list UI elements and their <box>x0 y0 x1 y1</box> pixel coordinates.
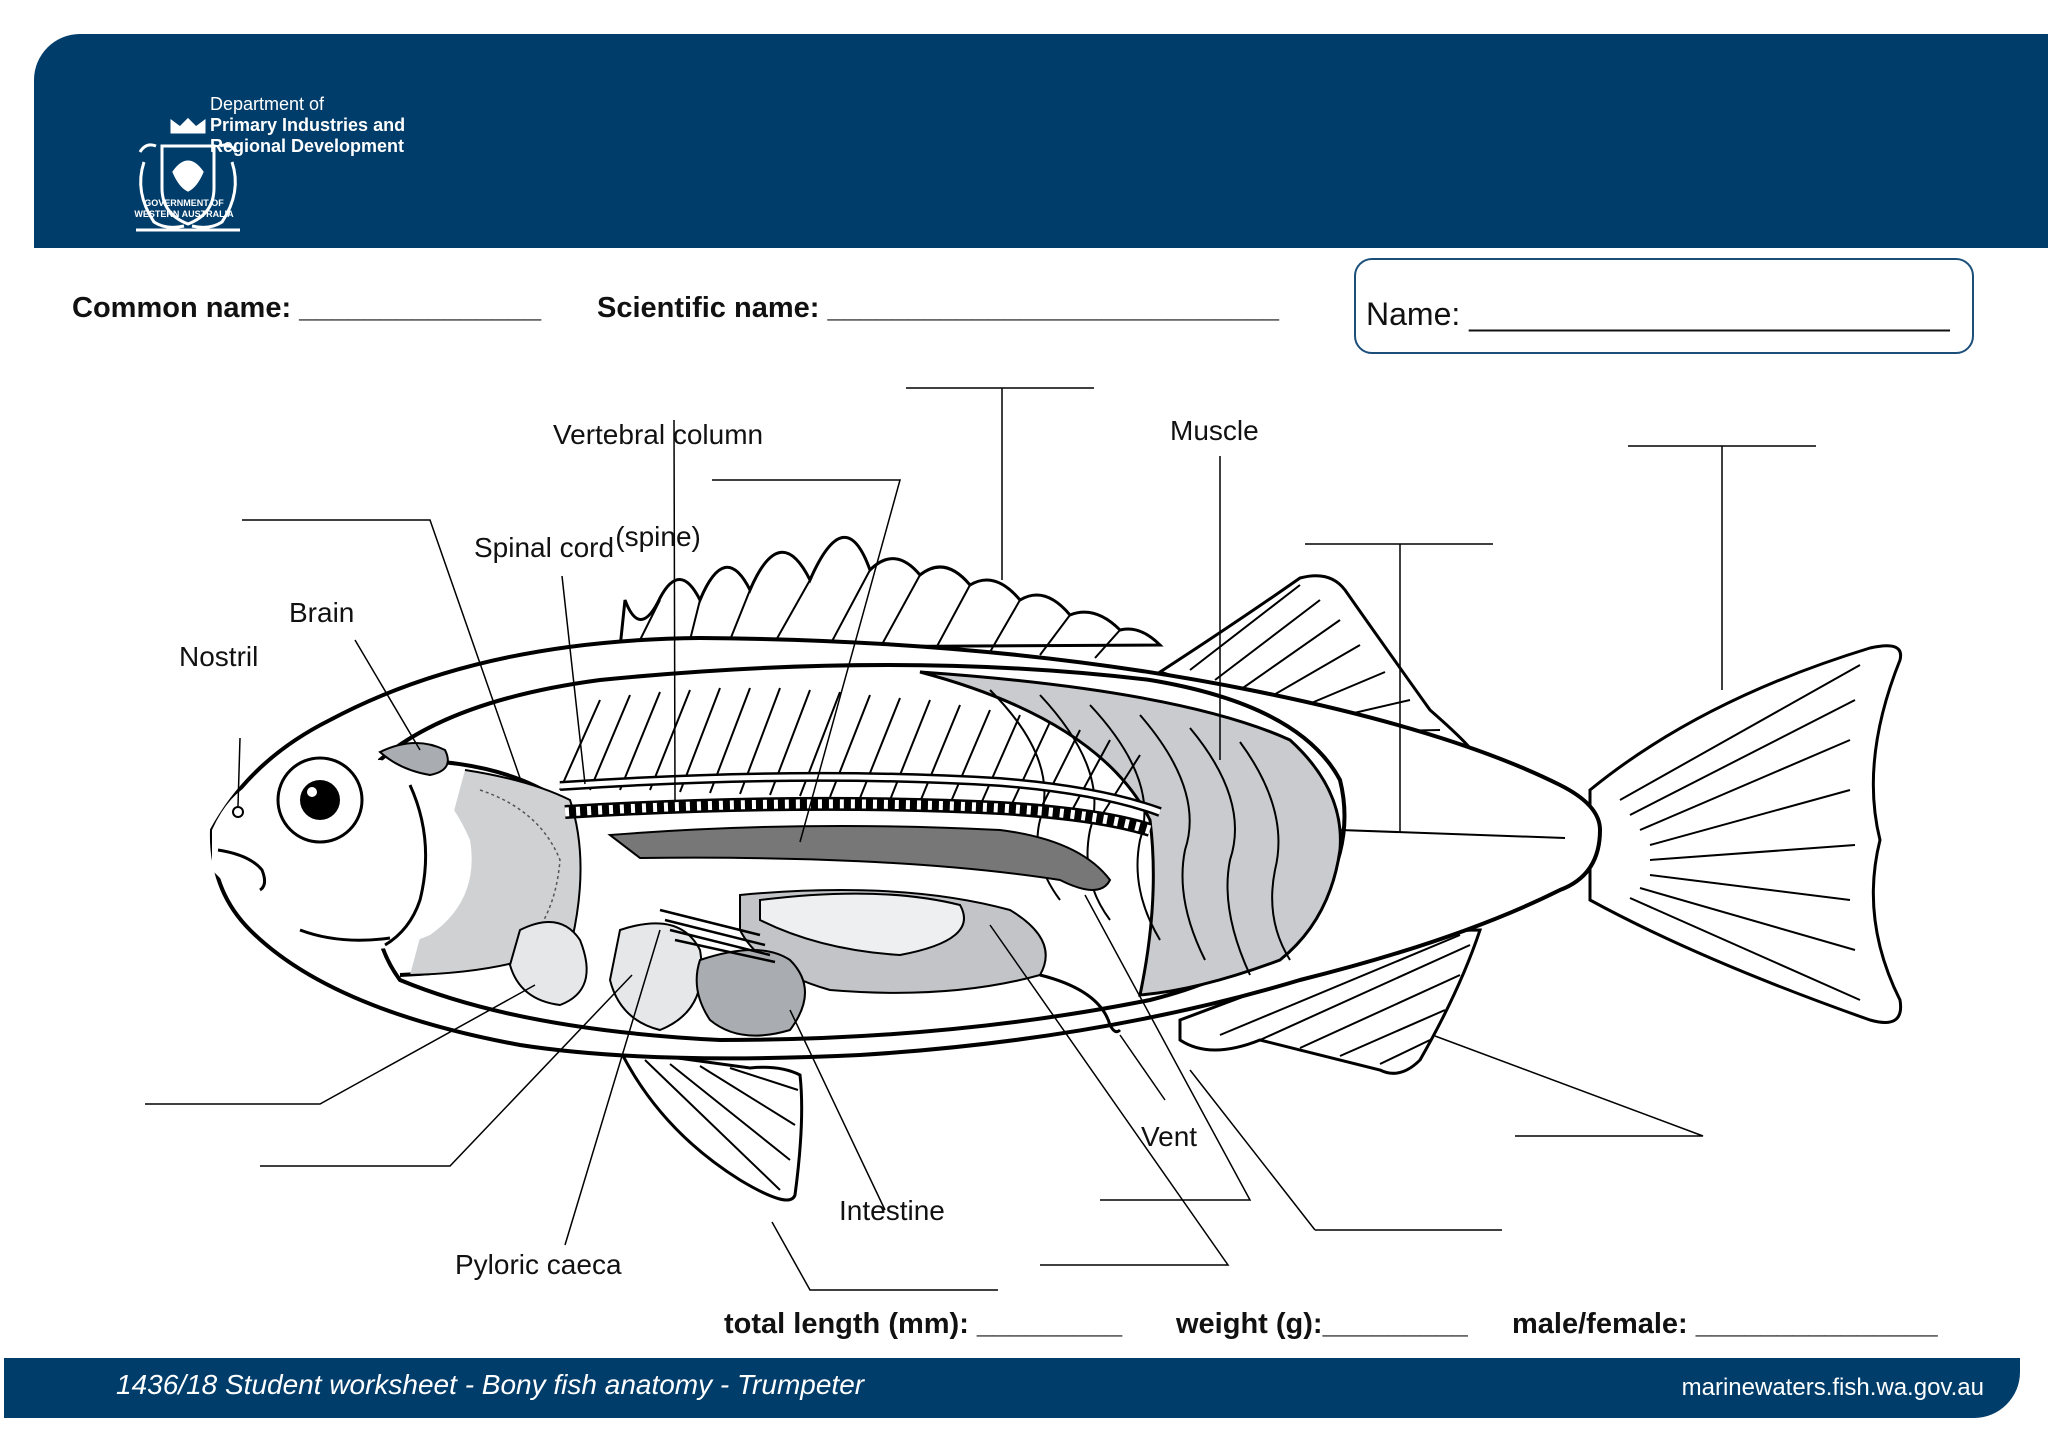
swim-bladder <box>607 825 1112 891</box>
government-line-2: WESTERN AUSTRALIA <box>134 209 234 219</box>
intestine-tract <box>1039 973 1122 1034</box>
label-intestine: Intestine <box>839 1195 945 1226</box>
footer-banner: 1436/18 Student worksheet - Bony fish an… <box>4 1358 2020 1418</box>
department-line-3: Regional Development <box>210 136 405 156</box>
operculum-line <box>384 784 428 947</box>
label-vertebral-column-line-1: Vertebral column <box>553 419 764 450</box>
department-line-2: Primary Industries and <box>210 115 406 135</box>
head-outline <box>212 760 472 950</box>
label-nostril: Nostril <box>179 641 259 672</box>
student-name-box: Name: ___________________________ <box>1354 258 1974 354</box>
label-brain: Brain <box>289 597 355 628</box>
total-length-field[interactable]: total length (mm): _________ <box>724 1308 1123 1340</box>
label-muscle: Muscle <box>1170 415 1259 446</box>
worksheet-title: 1436/18 Student worksheet - Bony fish an… <box>116 1369 865 1400</box>
label-vent: Vent <box>1141 1121 1198 1152</box>
sex-field[interactable]: male/female: _______________ <box>1512 1308 1938 1340</box>
nostril <box>232 806 244 818</box>
heart <box>508 921 588 1007</box>
liver <box>759 892 965 957</box>
dorsal-fin-spiny <box>618 536 1164 659</box>
pyloric-caeca <box>659 908 776 964</box>
weight-field[interactable]: weight (g):_________ <box>1176 1308 1468 1340</box>
jaw-line <box>299 928 391 942</box>
scientific-name-field[interactable]: Scientific name: _______________________… <box>597 292 1280 324</box>
label-vertebral-column-line-2: (spine) <box>615 521 701 552</box>
label-pyloric-caeca: Pyloric caeca <box>455 1249 622 1280</box>
student-name-field[interactable]: Name: ___________________________ <box>1366 296 1950 332</box>
government-label: GOVERNMENT OF WESTERN AUSTRALIA <box>124 198 244 220</box>
pupil <box>300 780 340 820</box>
muscle-block <box>919 670 1342 997</box>
intestine <box>695 949 806 1037</box>
mouth <box>217 848 267 892</box>
lateral-line <box>1339 829 1566 839</box>
pelvic-fin <box>617 1048 804 1202</box>
department-name: Department of Primary Industries and Reg… <box>210 94 405 157</box>
brain <box>378 741 449 777</box>
leader-lines <box>145 387 1816 1291</box>
department-line-1: Department of <box>210 94 325 114</box>
common-name-field[interactable]: Common name: _______________ <box>72 292 542 324</box>
muscle-bands <box>989 689 1291 976</box>
gonad <box>608 922 703 1032</box>
coat-of-arms-icon <box>136 117 240 232</box>
caudal-fin <box>1588 644 1903 1024</box>
label-vertebral-column: Vertebral column (spine) <box>553 350 763 588</box>
government-line-1: GOVERNMENT OF <box>144 198 224 208</box>
header-banner: Department of Primary Industries and Reg… <box>34 34 2048 248</box>
website-link[interactable]: marinewaters.fish.wa.gov.au <box>1681 1374 1984 1401</box>
label-spinal-cord: Spinal cord <box>474 532 615 563</box>
